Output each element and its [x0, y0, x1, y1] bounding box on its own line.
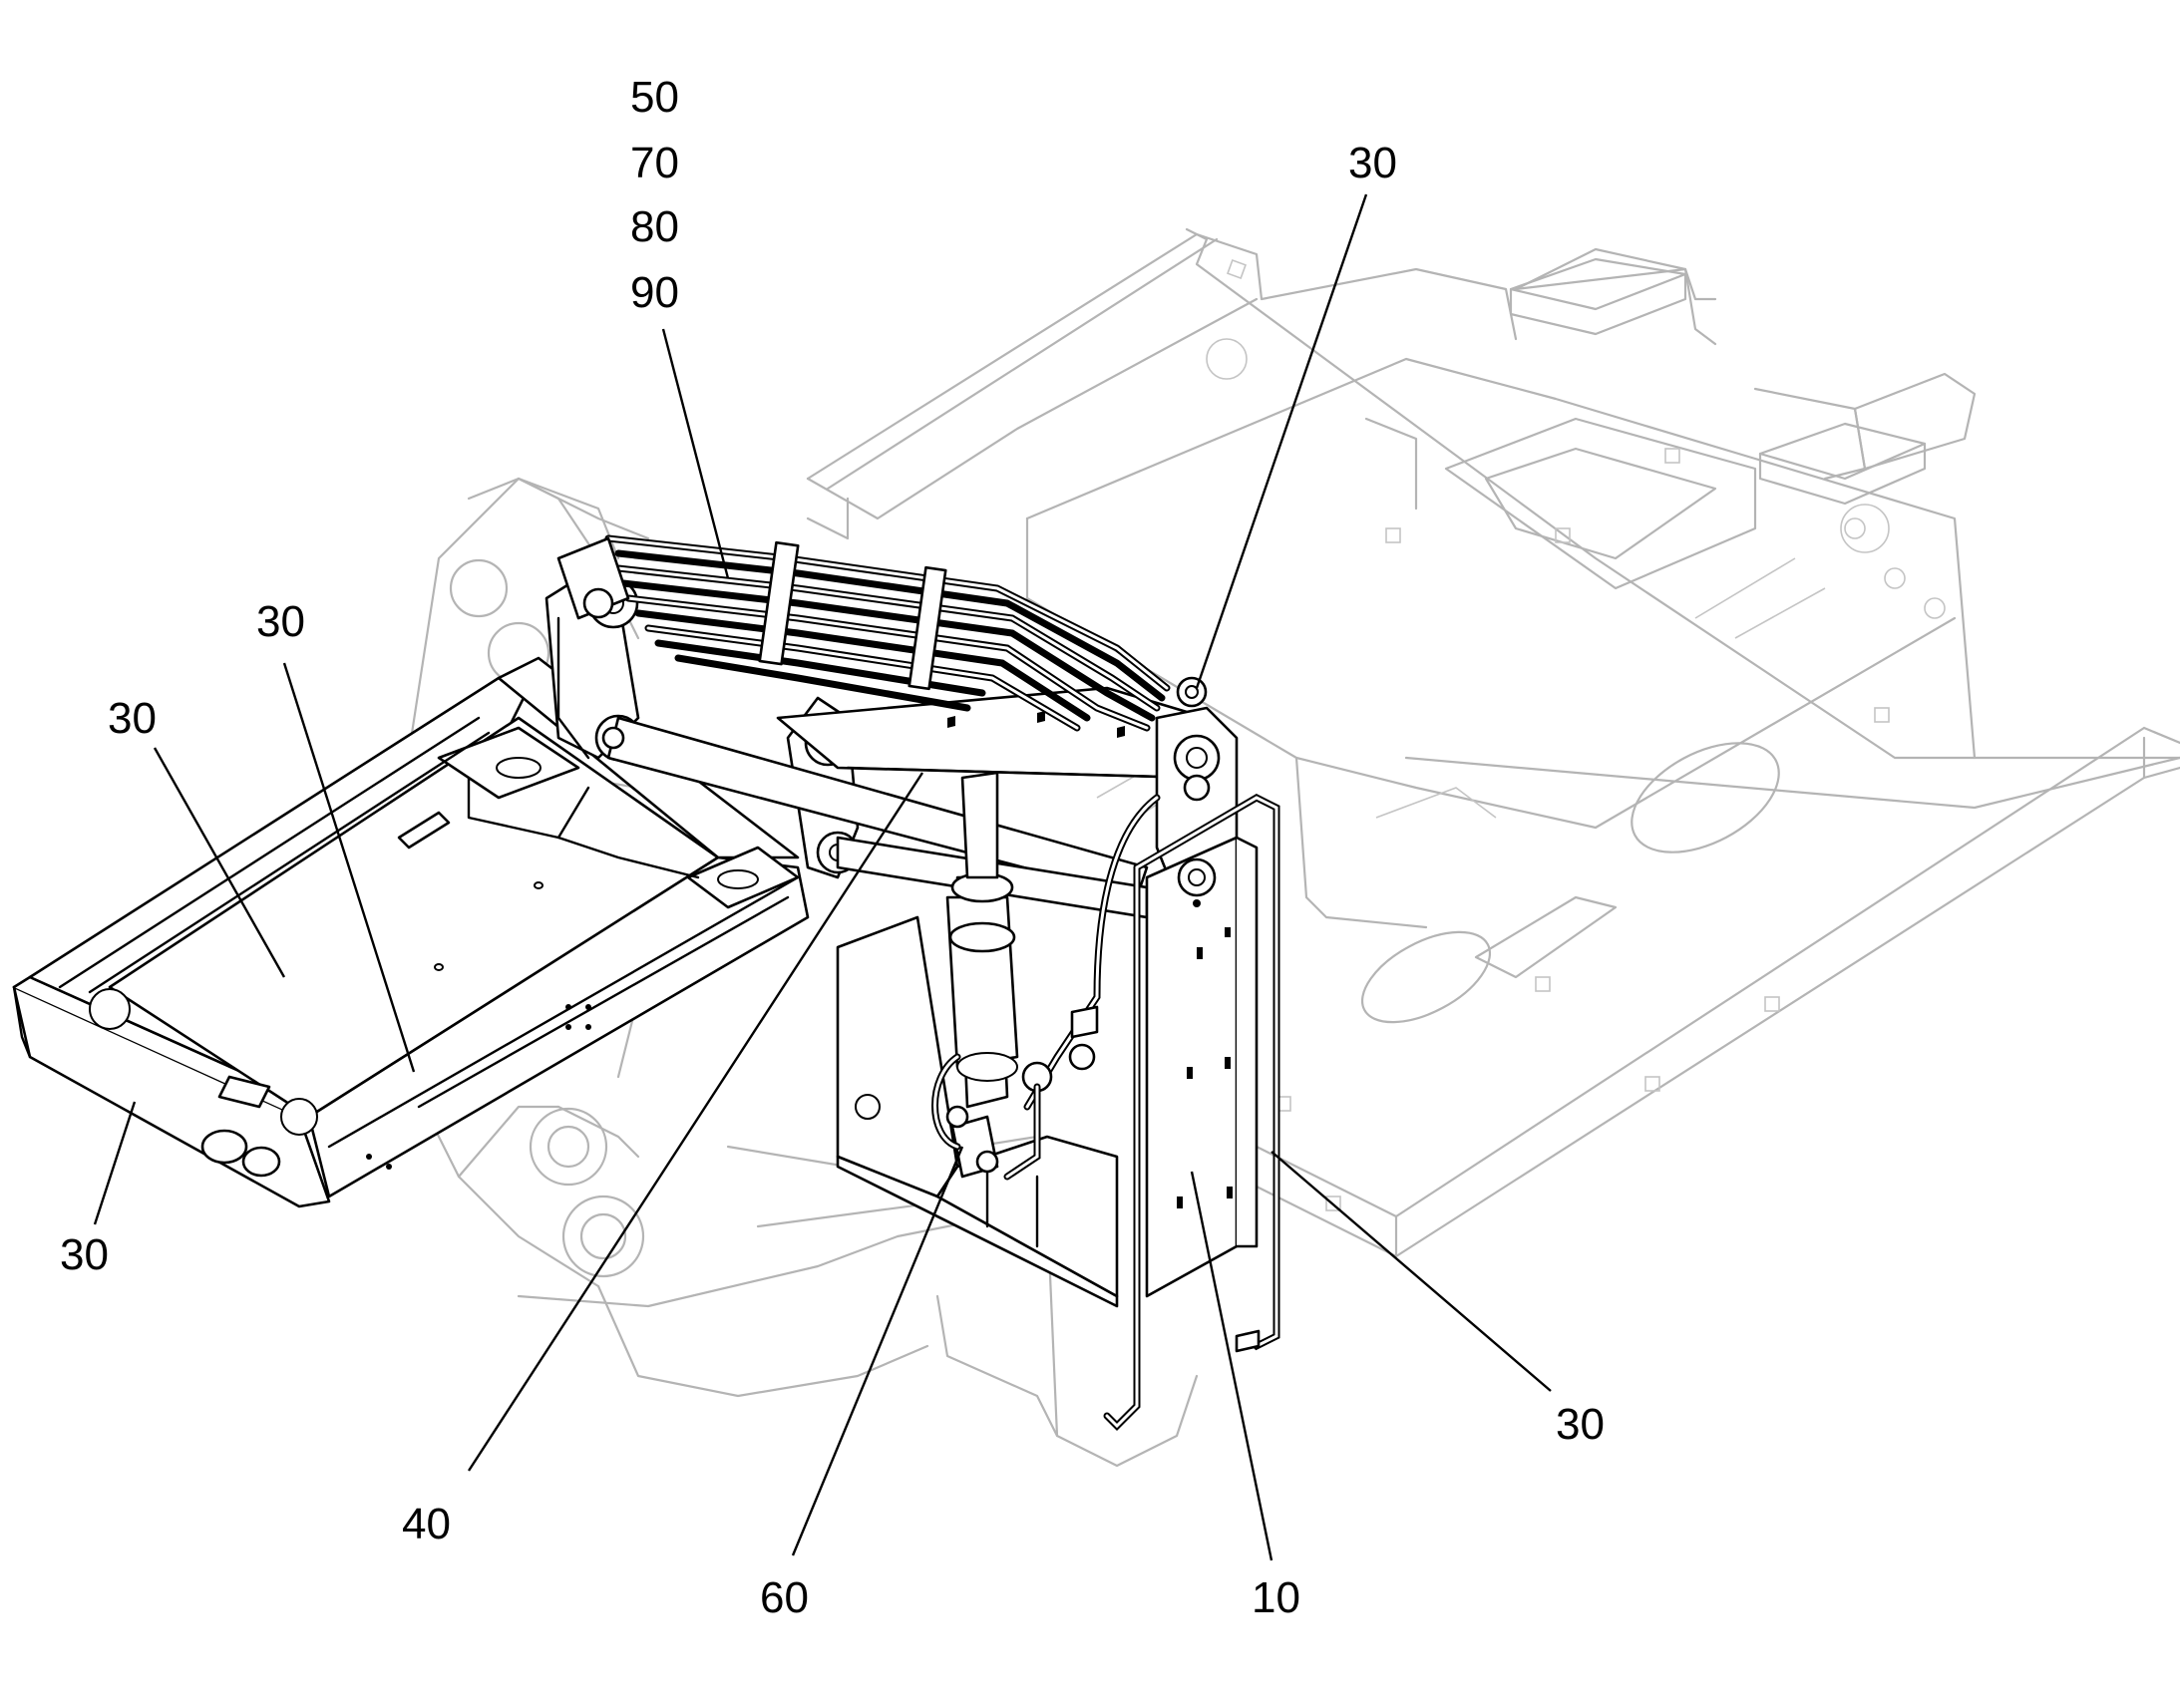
label-30-lower-left: 30 — [60, 1230, 109, 1279]
leader-10 — [1190, 1171, 1273, 1561]
label-80: 80 — [630, 202, 679, 251]
label-30-left-b: 30 — [108, 694, 157, 743]
label-30-left-a: 30 — [256, 597, 305, 646]
label-10: 10 — [1252, 1573, 1300, 1622]
label-60: 60 — [760, 1573, 809, 1622]
leader-40 — [467, 772, 924, 1472]
leader-30-upper-right — [1195, 193, 1368, 689]
leader-30-left-a — [282, 662, 416, 1073]
leader-30-lower-left — [93, 1101, 137, 1225]
leader-lines — [93, 193, 1552, 1561]
label-30-upper-right: 30 — [1348, 139, 1397, 187]
cylinder-assembly — [836, 771, 1119, 1308]
leader-90 — [661, 328, 730, 579]
label-70: 70 — [630, 139, 679, 187]
leader-30-lower-right — [1271, 1151, 1552, 1392]
reference-labels: 50 70 80 90 30 30 30 30 30 40 60 10 — [60, 73, 1605, 1622]
hose-bundle — [556, 534, 1171, 1111]
label-50: 50 — [630, 73, 679, 122]
label-40: 40 — [402, 1500, 451, 1548]
leader-60 — [791, 1146, 964, 1556]
leader-30-left-b — [153, 747, 286, 978]
label-90: 90 — [630, 268, 679, 317]
label-30-lower-right: 30 — [1556, 1400, 1605, 1449]
mounting-plate — [1103, 794, 1280, 1431]
